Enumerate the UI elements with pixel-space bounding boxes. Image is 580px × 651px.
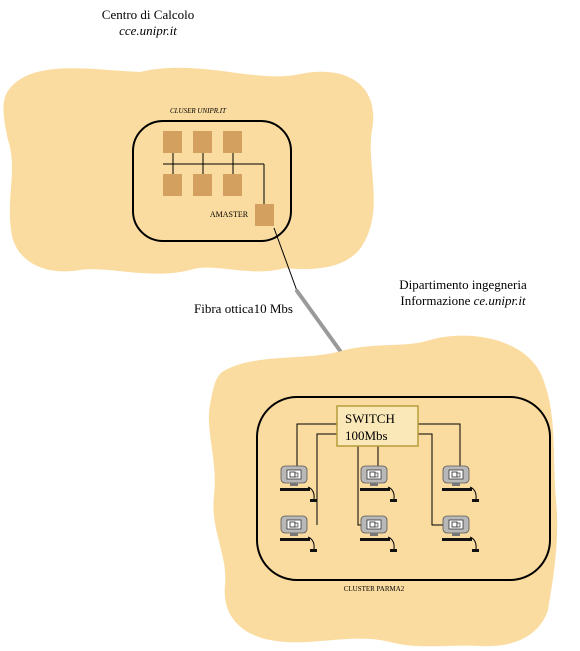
desktop-computer-icon [442,515,479,552]
site-top-title: Centro di Calcolo [102,7,194,22]
desktop-computer-icon [360,465,397,502]
server-box-icon [193,174,212,196]
master-server-box-icon [255,204,274,226]
server-box-icon [163,174,182,196]
site-bottom-title: Dipartimento ingegneria [399,277,527,292]
cluster-top-boundary [132,120,292,242]
switch-box [336,405,419,447]
switch-label-line2: 100Mbs [345,428,388,443]
desktop-computer-icon [360,515,397,552]
fiber-optic-link [295,289,348,361]
server-box-icon [223,174,242,196]
switch-label-line1: SWITCH [345,411,395,426]
region-top-blob [3,67,374,274]
cluster-bottom-boundary [256,396,551,581]
desktop-computer-icon [280,515,317,552]
site-bottom-domain: ce.unipr.it [474,293,526,308]
cluster-top-label: CLUSER UNIPR.IT [170,107,227,115]
desktop-computer-icon [442,465,479,502]
site-top-domain: cce.unipr.it [119,23,177,38]
site-bottom-subtitle-prefix: Informazione [400,293,473,308]
cluster-bottom-label: CLUSTER PARMA2 [344,585,405,593]
fiber-upper-line [273,227,298,292]
desktop-computer-icon [280,465,317,502]
cluster-top-nodes [163,131,274,226]
fiber-label: Fibra ottica10 Mbs [194,301,293,316]
master-label: AMASTER [210,210,249,219]
site-bottom-subtitle: Informazione ce.unipr.it [400,293,526,308]
workstations [280,465,479,552]
server-box-icon [223,131,242,153]
server-box-icon [163,131,182,153]
server-box-icon [193,131,212,153]
